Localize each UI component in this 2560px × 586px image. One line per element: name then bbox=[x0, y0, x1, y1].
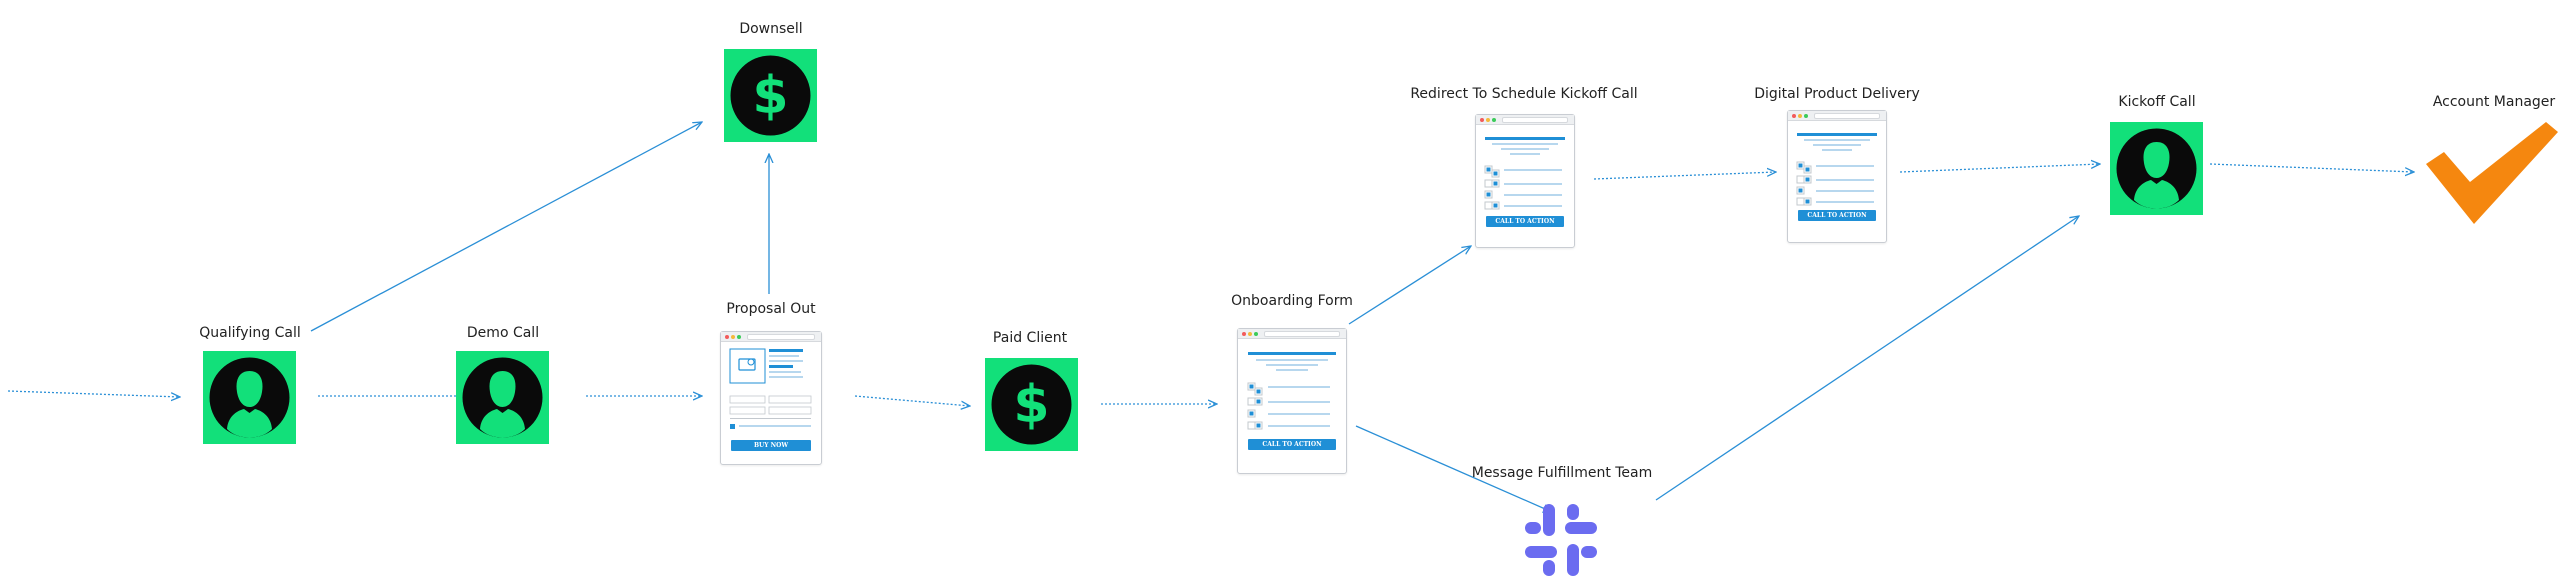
browser-bar bbox=[1238, 329, 1346, 339]
label-downsell: Downsell bbox=[739, 21, 803, 37]
checkmark-icon bbox=[2426, 122, 2558, 224]
node-qualifying-call[interactable] bbox=[203, 351, 296, 444]
node-paid-client[interactable]: $ bbox=[985, 358, 1078, 451]
buy-now-button[interactable]: BUY NOW bbox=[731, 440, 811, 451]
edge-qualifying-call-to-downsell bbox=[310, 122, 702, 332]
edge-onboarding-form-to-redirect bbox=[1348, 246, 1471, 325]
node-digital-delivery[interactable]: CALL TO ACTION bbox=[1787, 110, 1887, 243]
edges-layer bbox=[7, 122, 2414, 512]
call-to-action-button[interactable]: CALL TO ACTION bbox=[1486, 216, 1564, 227]
dollar-icon: $ bbox=[991, 364, 1072, 445]
edge-proposal-out-to-paid-client bbox=[854, 395, 970, 406]
order-page-icon bbox=[729, 348, 812, 429]
node-onboarding-form[interactable]: CALL TO ACTION bbox=[1237, 328, 1347, 474]
label-qualifying-call: Qualifying Call bbox=[199, 325, 301, 341]
form-page-icon bbox=[1484, 137, 1565, 210]
form-page-icon bbox=[1247, 352, 1336, 430]
call-to-action-button[interactable]: CALL TO ACTION bbox=[1248, 439, 1336, 450]
edge-digital-delivery-to-kickoff-call bbox=[1899, 164, 2100, 173]
person-icon bbox=[209, 357, 290, 438]
node-demo-call[interactable] bbox=[456, 351, 549, 444]
edge-entry-to-qualifying-call bbox=[7, 390, 180, 397]
label-redirect-kickoff: Redirect To Schedule Kickoff Call bbox=[1410, 86, 1638, 102]
browser-bar bbox=[1788, 111, 1886, 121]
svg-text:$: $ bbox=[752, 66, 788, 126]
person-icon bbox=[462, 357, 543, 438]
svg-text:$: $ bbox=[1013, 375, 1049, 435]
person-icon bbox=[2116, 128, 2197, 209]
label-message-team: Message Fulfillment Team bbox=[1471, 465, 1653, 481]
label-paid-client: Paid Client bbox=[992, 330, 1068, 346]
label-proposal-out: Proposal Out bbox=[726, 301, 816, 317]
node-redirect-kickoff[interactable]: CALL TO ACTION bbox=[1475, 114, 1575, 248]
form-page-icon bbox=[1796, 133, 1877, 206]
call-to-action-button[interactable]: CALL TO ACTION bbox=[1798, 210, 1876, 221]
edge-message-team-to-kickoff-call bbox=[1655, 216, 2079, 501]
slack-icon bbox=[1525, 504, 1597, 576]
edge-onboarding-form-to-message-team bbox=[1355, 425, 1552, 512]
label-kickoff-call: Kickoff Call bbox=[2118, 94, 2196, 110]
node-downsell[interactable]: $ bbox=[724, 49, 817, 142]
node-kickoff-call[interactable] bbox=[2110, 122, 2203, 215]
label-digital-delivery: Digital Product Delivery bbox=[1754, 86, 1920, 102]
label-onboarding-form: Onboarding Form bbox=[1231, 293, 1353, 309]
node-account-manager[interactable] bbox=[2424, 118, 2560, 228]
edge-kickoff-call-to-account-manager bbox=[2209, 163, 2414, 172]
browser-bar bbox=[721, 332, 821, 342]
edge-redirect-to-digital-delivery bbox=[1593, 172, 1776, 180]
label-account-manager: Account Manager bbox=[2432, 94, 2556, 110]
label-demo-call: Demo Call bbox=[466, 325, 540, 341]
node-proposal-out[interactable]: BUY NOW bbox=[720, 331, 822, 465]
dollar-icon: $ bbox=[730, 55, 811, 136]
browser-bar bbox=[1476, 115, 1574, 125]
node-message-team[interactable] bbox=[1521, 500, 1601, 580]
